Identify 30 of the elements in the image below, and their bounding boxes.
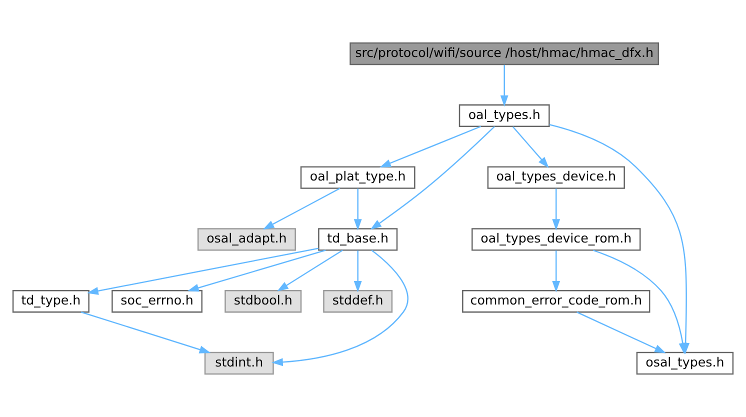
node-box: common_error_code_rom.h: [462, 290, 650, 313]
node-box: oal_types_device_rom.h: [472, 228, 641, 251]
node-box: oal_types.h: [458, 104, 550, 128]
arrow: [187, 250, 326, 292]
arrow: [512, 126, 549, 168]
node-box: osal_adapt.h: [197, 228, 296, 251]
arrow: [500, 64, 508, 107]
arrow: [354, 250, 362, 292]
arrow: [80, 312, 211, 354]
arrow: [262, 188, 340, 230]
arrow: [592, 250, 687, 354]
node-box: td_type.h: [12, 290, 90, 313]
arrow: [576, 312, 666, 354]
arrow: [354, 188, 362, 230]
arrow: [86, 248, 318, 295]
arrow: [552, 250, 560, 292]
node-box: src/protocol/wifi/source /host/hmac/hmac_dfx.h: [350, 42, 660, 66]
node-box: stddef.h: [323, 290, 393, 313]
node-box: osal_types.h: [636, 352, 734, 375]
node-box: stdint.h: [204, 352, 274, 375]
arrow: [380, 126, 482, 168]
node-box: stdbool.h: [224, 290, 302, 313]
arrow: [552, 188, 560, 230]
node-box: soc_errno.h: [112, 290, 202, 313]
node-box: oal_types_device.h: [487, 166, 625, 189]
arrow: [370, 126, 495, 230]
arrow: [277, 250, 343, 292]
node-box: td_base.h: [318, 228, 398, 251]
arrow: [272, 250, 408, 366]
node-box: oal_plat_type.h: [300, 166, 416, 189]
